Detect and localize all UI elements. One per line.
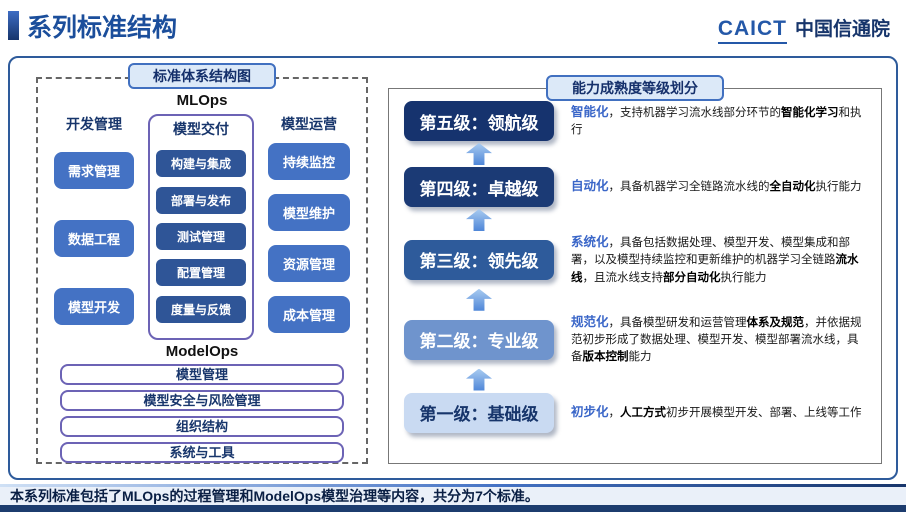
column-header-dev-management: 开发管理: [66, 116, 122, 132]
footer-bar: 本系列标准包括了MLOps的过程管理和ModelOps模型治理等内容，共分为7个…: [0, 487, 906, 505]
column-header-model-delivery: 模型交付: [173, 121, 229, 137]
level-1-keyword: 初步化: [571, 404, 609, 419]
column-model-operation: 模型运营 持续监控 模型维护 资源管理 成本管理: [268, 114, 350, 340]
model-operation-items: 持续监控 模型维护 资源管理 成本管理: [268, 136, 350, 340]
modelops-bar: 组织结构: [60, 416, 344, 437]
model-delivery-item: 部署与发布: [156, 186, 246, 214]
level-5-keyword: 智能化: [571, 104, 609, 119]
level-2-button: 第二级：专业级: [404, 319, 554, 360]
model-operation-item: 资源管理: [268, 245, 350, 282]
arrow-cell: [466, 143, 492, 165]
level-4-description: 自动化，具备机器学习全链路流水线的全自动化执行能力: [571, 179, 862, 194]
modelops-bar: 系统与工具: [60, 442, 344, 463]
left-panel-title: 标准体系结构图: [128, 63, 276, 89]
model-delivery-item: 构建与集成: [156, 150, 246, 178]
model-delivery-items: 构建与集成 部署与发布 测试管理 配置管理 度量与反馈: [156, 141, 246, 332]
page-title: 系列标准结构: [27, 14, 178, 42]
up-arrow-icon: [466, 143, 492, 165]
level-2-keyword: 规范化: [571, 314, 609, 329]
header: 系列标准结构 CAICT 中国信通院: [0, 0, 906, 54]
level-4-button: 第四级：卓越级: [404, 167, 554, 207]
level-4-keyword: 自动化: [571, 179, 609, 194]
up-arrow-icon: [466, 209, 492, 231]
caict-logo: CAICT 中国信通院: [717, 14, 890, 44]
arrow-cell: [466, 288, 492, 311]
column-model-delivery: 模型交付 构建与集成 部署与发布 测试管理 配置管理 度量与反馈: [148, 114, 254, 340]
level-1-button: 第一级：基础级: [404, 392, 554, 433]
level-2-description: 规范化，具备模型研发和运营管理体系及规范，并依据规范初步形成了数据处理、模型开发…: [571, 314, 862, 364]
footer-bottom-strip: [0, 505, 906, 512]
level-3-description: 系统化，具备包括数据处理、模型开发、模型集成和部署，以及模型持续监控和更新维护的…: [571, 235, 859, 284]
dev-management-items: 需求管理 数据工程 模型开发: [54, 136, 134, 340]
model-operation-item: 成本管理: [268, 296, 350, 333]
level-5-button: 第五级：领航级: [404, 101, 554, 141]
arrow-cell: [466, 368, 492, 391]
caict-logo-text: CAICT: [717, 17, 787, 44]
modelops-label: ModelOps: [165, 343, 239, 360]
dev-management-item: 数据工程: [54, 219, 134, 257]
model-operation-item: 模型维护: [268, 194, 350, 231]
modelops-bars: 模型管理 模型安全与风险管理 组织结构 系统与工具: [38, 362, 366, 463]
standard-structure-diagram: MLOps 开发管理 需求管理 数据工程 模型开发 模型交付 构建与集成 部署与…: [36, 77, 368, 464]
footer-gradient-line: [0, 484, 906, 487]
right-panel-title: 能力成熟度等级划分: [546, 75, 724, 101]
model-delivery-item: 测试管理: [156, 222, 246, 250]
mlops-label: MLOps: [176, 92, 228, 109]
main-frame: MLOps 开发管理 需求管理 数据工程 模型开发 模型交付 构建与集成 部署与…: [8, 56, 898, 480]
footer: 本系列标准包括了MLOps的过程管理和ModelOps模型治理等内容，共分为7个…: [0, 484, 906, 512]
up-arrow-icon: [466, 368, 492, 391]
column-dev-management: 开发管理 需求管理 数据工程 模型开发: [54, 114, 134, 340]
level-1-description: 初步化，人工方式初步开展模型开发、部署、上线等工作: [571, 404, 862, 419]
dev-management-item: 需求管理: [54, 151, 134, 189]
level-3-button: 第三级：领先级: [404, 239, 554, 280]
model-delivery-item: 配置管理: [156, 259, 246, 287]
dev-management-item: 模型开发: [54, 287, 134, 325]
modelops-bar: 模型管理: [60, 364, 344, 385]
caict-org-name: 中国信通院: [794, 19, 890, 40]
arrow-cell: [466, 209, 492, 231]
model-operation-item: 持续监控: [268, 143, 350, 180]
title-accent-bar: [8, 11, 19, 40]
level-3-keyword: 系统化: [571, 235, 609, 249]
model-delivery-item: 度量与反馈: [156, 295, 246, 323]
mlops-columns: 开发管理 需求管理 数据工程 模型开发 模型交付 构建与集成 部署与发布 测试管…: [38, 114, 366, 340]
up-arrow-icon: [466, 288, 492, 311]
level-grid: 第五级：领航级 智能化，支持机器学习流水线部分环节的智能化学习和执行 第四级：卓…: [389, 89, 881, 441]
modelops-bar: 模型安全与风险管理: [60, 390, 344, 411]
column-header-model-operation: 模型运营: [281, 116, 337, 132]
level-5-description: 智能化，支持机器学习流水线部分环节的智能化学习和执行: [571, 104, 862, 136]
footer-text: 本系列标准包括了MLOps的过程管理和ModelOps模型治理等内容，共分为7个…: [10, 488, 539, 504]
maturity-levels-panel: 第五级：领航级 智能化，支持机器学习流水线部分环节的智能化学习和执行 第四级：卓…: [388, 88, 882, 464]
